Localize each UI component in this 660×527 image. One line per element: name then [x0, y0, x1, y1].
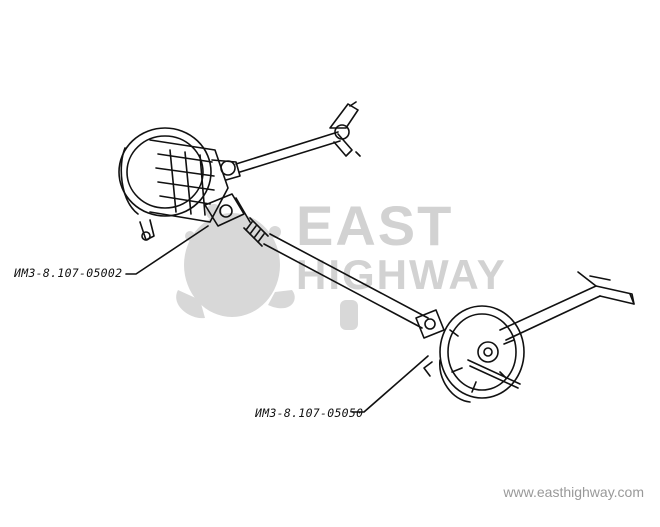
upper-shaft — [235, 101, 361, 173]
part-label-lower: ИМЗ-8.107-05050 — [255, 406, 364, 420]
leader-line-lower — [351, 355, 429, 413]
main-shaft — [243, 217, 429, 329]
leader-line-upper — [125, 225, 209, 275]
universal-joint-rear — [415, 309, 445, 339]
part-label-upper: ИМЗ-8.107-05002 — [14, 266, 123, 280]
gearbox-housing — [118, 127, 241, 241]
universal-joint-front — [204, 193, 251, 227]
watermark-highway: HIGHWAY — [296, 251, 507, 298]
rear-lever-arm — [499, 271, 635, 341]
website-watermark: www.easthighway.com — [503, 484, 644, 500]
watermark-east: EAST — [296, 194, 454, 257]
rear-hub-assembly — [423, 305, 525, 403]
